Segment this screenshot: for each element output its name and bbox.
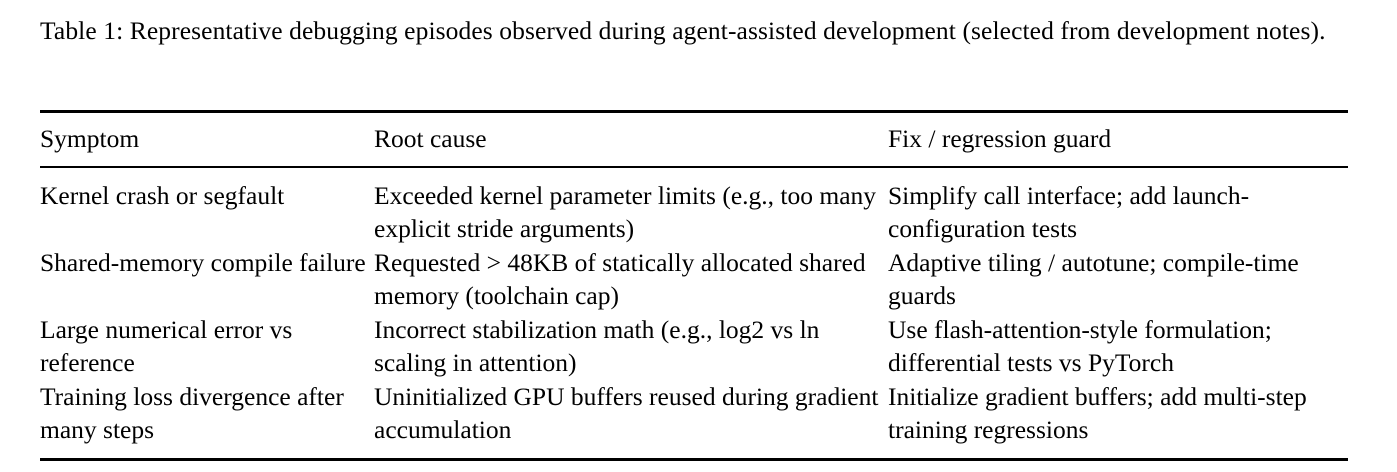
table-bottom-rule [40, 457, 1348, 461]
table-row: Large numerical error vs reference Incor… [40, 313, 1348, 380]
cell-symptom: Training loss divergence after many step… [40, 381, 344, 445]
cell-root-cause: Uninitialized GPU buffers reused during … [374, 381, 879, 445]
cell-symptom: Kernel crash or segfault [40, 180, 285, 210]
cell-symptom: Large numerical error vs reference [40, 314, 293, 378]
table-row: Kernel crash or segfault Exceeded kernel… [40, 168, 1348, 246]
column-header-symptom: Symptom [40, 124, 140, 153]
debugging-episodes-table-body: Kernel crash or segfault Exceeded kernel… [40, 168, 1348, 458]
table-header-rule [40, 165, 1348, 168]
cell-fix: Initialize gradient buffers; add multi-s… [888, 381, 1307, 445]
cell-fix: Adaptive tiling / autotune; compile-time… [888, 247, 1299, 311]
table-top-rule [40, 110, 1348, 113]
debugging-episodes-table: Symptom Root cause Fix / regression guar… [40, 113, 1348, 166]
table-caption: Table 1: Representative debugging episod… [40, 16, 1326, 45]
cell-root-cause: Incorrect stabilization math (e.g., log2… [374, 314, 820, 378]
column-header-root-cause: Root cause [374, 124, 487, 153]
cell-root-cause: Requested > 48KB of statically allocated… [374, 247, 866, 311]
cell-symptom: Shared-memory compile failure [40, 247, 366, 277]
table-container: Symptom Root cause Fix / regression guar… [40, 110, 1348, 461]
cell-fix: Simplify call interface; add launch-conf… [888, 180, 1250, 244]
table-row: Shared-memory compile failure Requested … [40, 246, 1348, 313]
cell-fix: Use flash-attention-style formulation; d… [888, 314, 1272, 378]
cell-root-cause: Exceeded kernel parameter limits (e.g., … [374, 180, 877, 244]
table-row: Training loss divergence after many step… [40, 380, 1348, 458]
table-header-row: Symptom Root cause Fix / regression guar… [40, 113, 1348, 166]
column-header-fix: Fix / regression guard [888, 124, 1112, 153]
